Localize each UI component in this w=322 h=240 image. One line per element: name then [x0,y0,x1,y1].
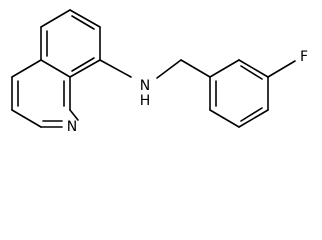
atom-label-amine-nitrogen: N [140,78,150,94]
bond-ring-to-fluorine [267,60,296,78]
quinoline-benzo-ring [40,9,101,78]
quinoline-pyridine-ring [11,59,79,128]
amine-group: N H [140,78,151,109]
bond-amine-to-methylene [156,59,182,79]
atom-label-amine-hydrogen: H [140,93,151,109]
fluorophenyl-ring [209,59,269,128]
double-bond-inner [71,15,95,30]
bond-c8-to-amine [99,59,132,78]
bond [69,109,79,121]
bond [69,59,101,78]
bond [11,109,42,128]
bond [238,59,269,78]
atom-label-fluorine: F [300,49,308,65]
bond [209,59,240,78]
bond [69,9,101,28]
molecule-structure-diagram: N N H F [11,9,308,135]
bond [11,59,42,78]
atom-label-ring-nitrogen: N [67,119,77,135]
bond [209,109,240,128]
double-bond-inner [240,107,263,122]
bond-methylene-to-phenyl [180,59,211,78]
bond [238,109,269,128]
bond [40,9,71,28]
bond [40,59,71,78]
double-bond-inner [240,65,263,80]
double-bond-inner [71,57,95,72]
